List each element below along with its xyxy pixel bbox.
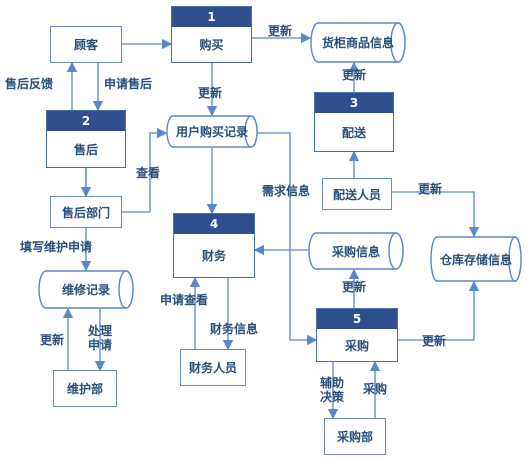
store-purchase-records: 用户购买记录 [166,115,258,148]
process-2-name: 售后 [73,142,98,157]
process-4-number: 4 [174,214,254,234]
edge-records-p5 [256,132,318,346]
store-warehouse-info-label: 仓库存储信息 [439,252,512,267]
edge-delivery-warehouse [392,191,480,238]
process-4-name: 财务 [201,249,226,263]
entity-purchase-dept: 采购部 [324,418,386,455]
flow-label-update-warehouse-p5: 更新 [422,334,447,348]
process-3-number: 3 [315,93,393,113]
store-procurement-info: 采购信息 [308,232,404,270]
process-2: 2 售后 [46,110,126,168]
process-5-number: 5 [317,309,397,329]
store-procurement-info-label: 采购信息 [331,244,380,259]
flow-label-update-p3-shelf: 更新 [342,68,367,82]
flow-label-demand-info: 需求信息 [262,184,311,198]
edge-dept-records [122,127,168,213]
store-purchase-records-label: 用户购买记录 [175,125,248,139]
flow-label-update-warehouse-delivery: 更新 [418,182,443,196]
process-5: 5 采购 [316,308,398,362]
process-3: 3 配送 [314,92,394,152]
flow-label-apply-after-sales: 申请售后 [104,77,153,91]
process-2-number: 2 [47,111,125,131]
store-warehouse-info: 仓库存储信息 [430,236,522,282]
flow-label-apply-view: 申请查看 [160,293,209,307]
flow-label-query: 查看 [136,166,161,180]
store-shelf-goods: 货柜商品信息 [310,22,406,63]
flow-label-finance-info: 财务信息 [210,322,259,336]
store-maintenance-records: 维修记录 [38,270,134,309]
store-shelf-goods-label: 货柜商品信息 [321,36,394,50]
entity-maintenance-dept: 维护部 [53,370,117,407]
process-4: 4 财务 [173,213,255,278]
flow-label-decision-support: 辅助 决策 [320,376,345,404]
entity-customer: 顾客 [50,26,122,63]
flow-label-update-shelf: 更新 [268,24,293,38]
flow-label-update-maint: 更新 [40,333,65,347]
flow-label-update-procurement: 更新 [342,280,367,294]
flow-label-process-request: 处理 申请 [88,324,113,352]
edge-p5-warehouse [398,280,480,341]
flow-label-fill-request: 填写维护申请 [20,240,93,254]
flow-label-purchase: 采购 [363,382,388,396]
process-1-number: 1 [172,7,251,27]
flow-label-update-records: 更新 [198,86,223,100]
entity-delivery-staff: 配送人员 [322,178,392,210]
process-1-name: 购买 [199,38,224,52]
entity-after-sales-dept: 售后部门 [50,196,122,228]
entity-finance-staff: 财务人员 [180,349,246,386]
flow-label-feedback: 售后反馈 [5,77,54,91]
process-3-name: 配送 [341,125,366,140]
process-1: 1 购买 [171,6,252,63]
process-5-name: 采购 [344,338,369,353]
store-maintenance-records-label: 维修记录 [61,283,110,297]
